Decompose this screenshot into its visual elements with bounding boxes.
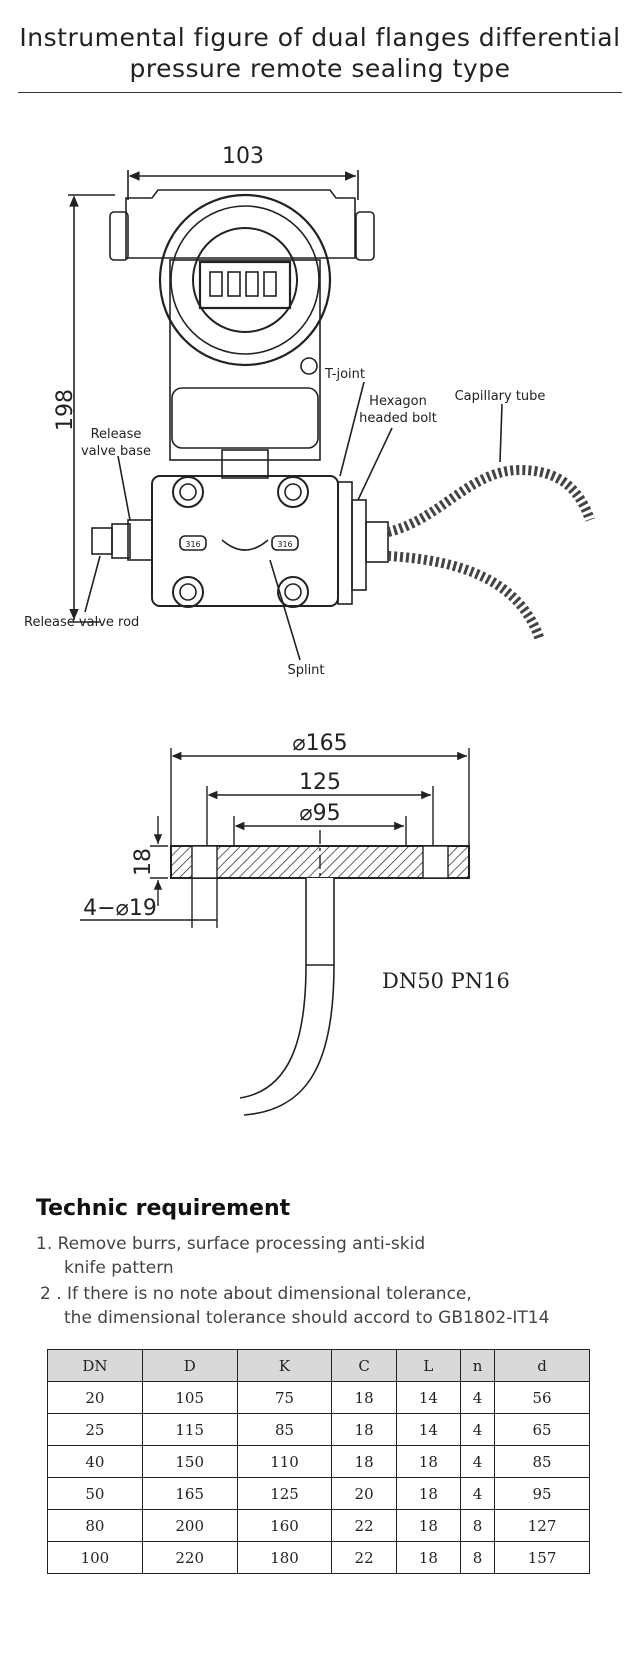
table-cell: 150 (141, 1445, 238, 1478)
table-cell: 165 (141, 1477, 238, 1510)
table-cell: 18 (331, 1381, 397, 1414)
page-title: Instrumental figure of dual flanges diff… (0, 22, 640, 84)
table-row: 20 105 75 18 14 4 56 (47, 1381, 590, 1414)
dim-height-label: 198 (53, 389, 78, 431)
table-cell: 85 (494, 1445, 590, 1478)
requirement-2-line-1: 2 . If there is no note about dimensiona… (40, 1284, 472, 1304)
requirements-heading: Technic requirement (36, 1196, 291, 1221)
header-n: n (459, 1349, 496, 1382)
label-hexagon-2: headed bolt (359, 411, 437, 426)
table-row: 100 220 180 22 18 8 157 (47, 1541, 590, 1574)
label-release-base-2: valve base (81, 444, 151, 459)
header-dn: DN (47, 1349, 143, 1382)
dim-pcd-label: 125 (299, 770, 341, 795)
table-cell: 4 (459, 1381, 496, 1414)
title-line-2: pressure remote sealing type (129, 54, 511, 83)
table-cell: 180 (236, 1541, 333, 1574)
table-cell: 157 (494, 1541, 590, 1574)
table-cell: 8 (459, 1541, 496, 1574)
transmitter-drawing: 103 198 T-joint Hexagon headed bolt Capi… (24, 144, 595, 678)
table-cell: 18 (331, 1413, 397, 1446)
table-row: 25 115 85 18 14 4 65 (47, 1413, 590, 1446)
table-header-row: DN D K C L n d (47, 1349, 590, 1382)
flange-drawing: ⌀165 125 ⌀95 18 4−⌀19 DN50 PN16 (80, 731, 510, 1116)
table-row: 80 200 160 22 18 8 127 (47, 1509, 590, 1542)
label-hexagon-1: Hexagon (369, 394, 427, 409)
label-release-rod: Release valve rod (24, 615, 139, 630)
dim-thickness-label: 18 (131, 848, 156, 876)
table-cell: 80 (47, 1509, 143, 1542)
table-cell: 75 (236, 1381, 333, 1414)
table-cell: 25 (47, 1413, 143, 1446)
table-cell: 18 (395, 1477, 462, 1510)
table-cell: 100 (47, 1541, 143, 1574)
tag-316-left: 316 (185, 540, 200, 549)
table-cell: 56 (494, 1381, 590, 1414)
table-cell: 95 (494, 1477, 590, 1510)
table-cell: 125 (236, 1477, 333, 1510)
table-cell: 22 (331, 1541, 397, 1574)
title-line-1: Instrumental figure of dual flanges diff… (19, 23, 621, 52)
dim-outer-label: ⌀165 (292, 731, 347, 756)
table-cell: 20 (47, 1381, 143, 1414)
table-cell: 4 (459, 1477, 496, 1510)
table-cell: 14 (395, 1381, 462, 1414)
table-cell: 220 (141, 1541, 238, 1574)
header-d-outer: D (141, 1349, 238, 1382)
requirement-2-line-2: the dimensional tolerance should accord … (64, 1308, 550, 1328)
table-cell: 4 (459, 1445, 496, 1478)
table-cell: 105 (141, 1381, 238, 1414)
table-cell: 14 (395, 1413, 462, 1446)
table-cell: 85 (236, 1413, 333, 1446)
dim-width-label: 103 (222, 144, 264, 169)
requirement-1-line-2: knife pattern (64, 1258, 174, 1278)
table-row: 40 150 110 18 18 4 85 (47, 1445, 590, 1478)
header-d-hole: d (494, 1349, 590, 1382)
table-cell: 50 (47, 1477, 143, 1510)
table-cell: 22 (331, 1509, 397, 1542)
table-cell: 115 (141, 1413, 238, 1446)
table-cell: 200 (141, 1509, 238, 1542)
label-capillary: Capillary tube (455, 389, 546, 404)
label-t-joint: T-joint (324, 367, 365, 382)
title-divider (18, 92, 622, 93)
label-splint: Splint (287, 663, 324, 678)
table-cell: 160 (236, 1509, 333, 1542)
header-l: L (395, 1349, 462, 1382)
table-row: 50 165 125 20 18 4 95 (47, 1477, 590, 1510)
table-cell: 18 (395, 1541, 462, 1574)
table-cell: 18 (395, 1509, 462, 1542)
dim-face-label: ⌀95 (299, 801, 340, 826)
tag-316-right: 316 (277, 540, 292, 549)
table-cell: 18 (395, 1445, 462, 1478)
dimension-table: DN D K C L n d 20 105 75 18 14 4 56 25 1… (47, 1349, 590, 1574)
table-cell: 8 (459, 1509, 496, 1542)
requirement-1-line-1: 1. Remove burrs, surface processing anti… (36, 1234, 426, 1254)
dim-holes-label: 4−⌀19 (83, 896, 157, 921)
table-cell: 4 (459, 1413, 496, 1446)
table-cell: 110 (236, 1445, 333, 1478)
table-cell: 65 (494, 1413, 590, 1446)
table-cell: 18 (331, 1445, 397, 1478)
flange-spec-label: DN50 PN16 (382, 969, 510, 993)
label-release-base-1: Release (91, 427, 142, 442)
table-cell: 20 (331, 1477, 397, 1510)
table-cell: 40 (47, 1445, 143, 1478)
header-c: C (331, 1349, 397, 1382)
table-cell: 127 (494, 1509, 590, 1542)
header-k: K (236, 1349, 333, 1382)
